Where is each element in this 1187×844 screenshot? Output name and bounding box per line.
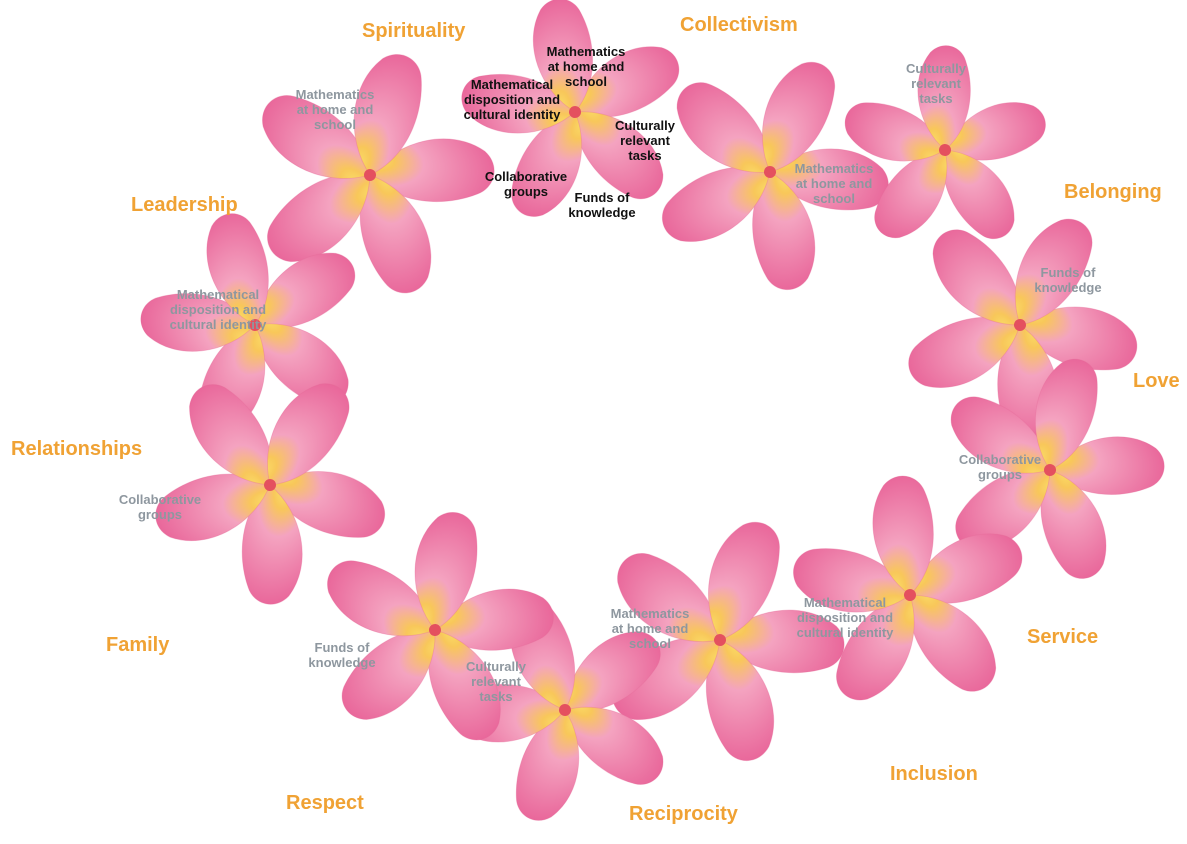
value-service: Service <box>1027 626 1098 649</box>
value-reciprocity: Reciprocity <box>629 803 738 826</box>
value-respect: Respect <box>286 792 364 815</box>
flower-label-math-home-school: Mathematics at home and school <box>280 87 390 132</box>
flower-label-disposition-identity-left: Mathematical disposition and cultural id… <box>158 287 278 332</box>
flower-label-collaborative-right: Collaborative groups <box>948 452 1052 482</box>
flower-label-culturally-relevant-bottom: Culturally relevant tasks <box>444 659 548 704</box>
value-spirituality: Spirituality <box>362 20 465 43</box>
value-love: Love <box>1133 370 1180 393</box>
flower-label-math-home-school-bottom: Mathematics at home and school <box>595 606 705 651</box>
value-belonging: Belonging <box>1064 181 1162 204</box>
value-relationships: Relationships <box>11 438 142 461</box>
value-leadership: Leadership <box>131 194 238 217</box>
flower-label-culturally-relevant-top: Culturally relevant tasks <box>884 61 988 106</box>
flower-label-funds-right: Funds of knowledge <box>1018 265 1118 295</box>
value-family: Family <box>106 634 169 657</box>
flower-label-math-home-school-right: Mathematics at home and school <box>777 161 891 206</box>
value-collectivism: Collectivism <box>680 14 798 37</box>
value-inclusion: Inclusion <box>890 763 978 786</box>
flower-label-disposition-identity-center: Mathematical disposition and cultural id… <box>452 77 572 122</box>
flower-label-funds-bottom: Funds of knowledge <box>292 640 392 670</box>
flower-label-culturally-relevant-center: Culturally relevant tasks <box>598 118 692 163</box>
flower-label-funds-center: Funds of knowledge <box>554 190 650 220</box>
flower-label-disposition-identity-bottom: Mathematical disposition and cultural id… <box>784 595 906 640</box>
flower-label-collaborative-left: Collaborative groups <box>108 492 212 522</box>
